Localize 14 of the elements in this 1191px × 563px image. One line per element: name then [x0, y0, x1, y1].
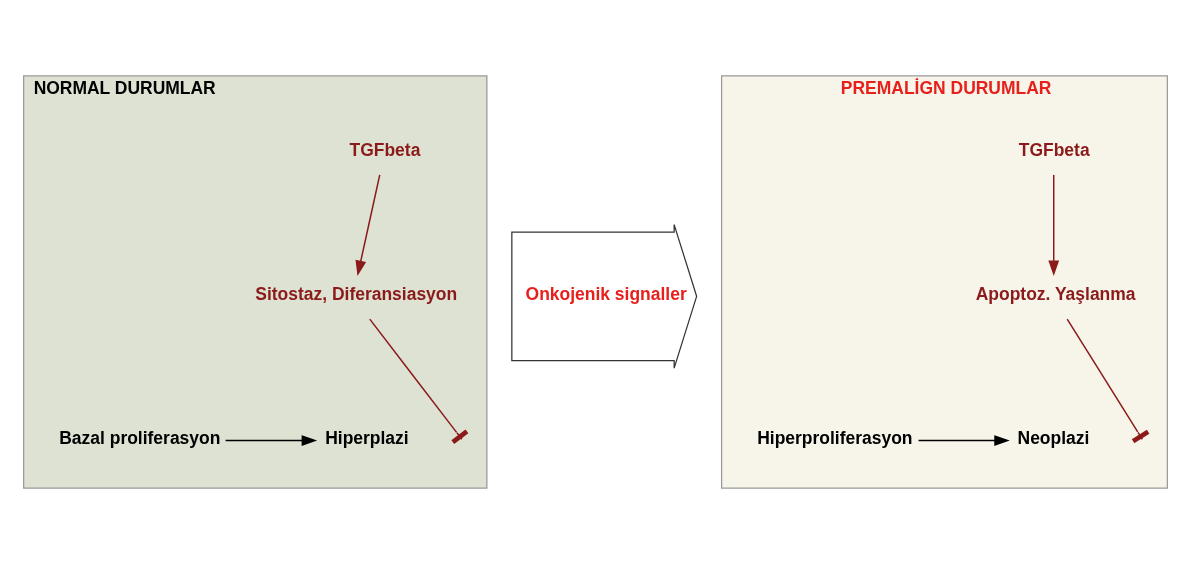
arrow: [355, 173, 381, 276]
arrow: [224, 434, 318, 446]
connector: [1066, 317, 1144, 440]
node-text: Apoptoz. Yaşlanma: [975, 283, 1136, 304]
node-text: TGFbeta: [1018, 139, 1090, 160]
node-text: Neoplazi: [1017, 427, 1090, 448]
arrow: [1048, 173, 1060, 276]
connector: [369, 317, 463, 440]
node-text: TGFbeta: [349, 139, 421, 160]
node-text: Hiperplazi: [325, 427, 409, 448]
arrow: [917, 434, 1010, 446]
node-text: Sitostaz, Diferansiasyon: [255, 283, 458, 304]
node-text: Hiperproliferasyon: [757, 427, 913, 448]
node-text: Bazal proliferasyon: [59, 427, 221, 448]
